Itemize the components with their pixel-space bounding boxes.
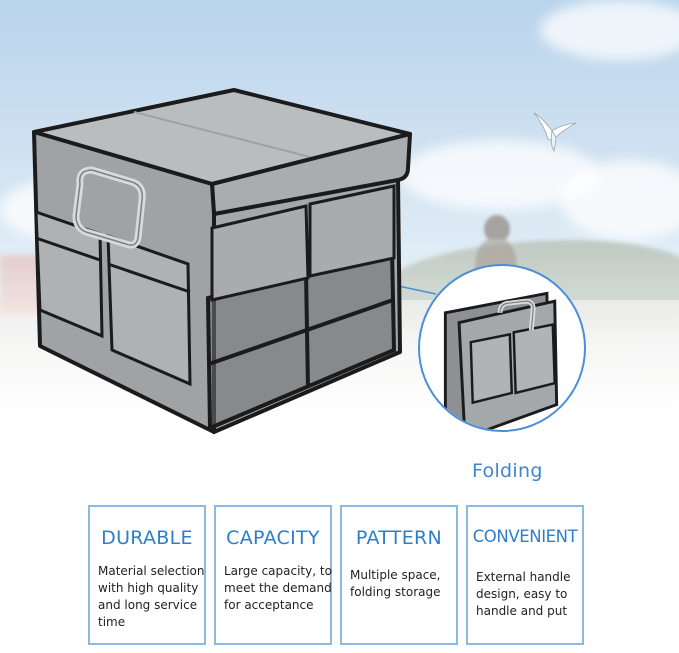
feature-line: for acceptance: [224, 598, 314, 612]
feature-line: handle and put: [476, 604, 568, 618]
feature-title: CAPACITY: [226, 527, 320, 549]
feature-card-convenient: CONVENIENT External handle design, easy …: [466, 505, 584, 645]
cloud: [560, 160, 679, 240]
feature-line: meet the demand: [224, 581, 332, 595]
feature-description: Multiple space, folding storage: [350, 567, 452, 601]
feature-title: PATTERN: [355, 527, 443, 549]
folding-caption: Folding: [472, 460, 543, 482]
feature-card-pattern: PATTERN Multiple space, folding storage: [340, 505, 458, 645]
cloud: [540, 0, 679, 60]
feature-card-capacity: CAPACITY Large capacity, to meet the dem…: [214, 505, 332, 645]
feature-title: CONVENIENT: [472, 527, 578, 546]
folded-box-illustration: [443, 291, 559, 430]
feature-line: design, easy to: [476, 587, 568, 601]
feature-line: Large capacity, to: [224, 564, 332, 578]
feature-description: External handle design, easy to handle a…: [476, 569, 578, 620]
feature-cards: DURABLE Material selection with high qua…: [88, 505, 588, 645]
feature-line: Multiple space,: [350, 568, 441, 582]
feature-line: Material selection: [98, 564, 205, 578]
feature-line: and long service: [98, 598, 198, 612]
folding-detail-circle: [418, 264, 586, 432]
feature-description: Material selection with high quality and…: [98, 563, 205, 631]
feature-line: External handle: [476, 570, 571, 584]
feature-card-durable: DURABLE Material selection with high qua…: [88, 505, 206, 645]
feature-line: with high quality: [98, 581, 199, 595]
feature-line: time: [98, 615, 126, 629]
feature-line: folding storage: [350, 585, 441, 599]
storage-box-illustration: [32, 88, 412, 434]
feature-description: Large capacity, to meet the demand for a…: [224, 563, 332, 614]
product-hero-image: Folding: [0, 0, 679, 490]
feature-title: DURABLE: [101, 527, 193, 549]
seagull-icon: [533, 112, 577, 153]
